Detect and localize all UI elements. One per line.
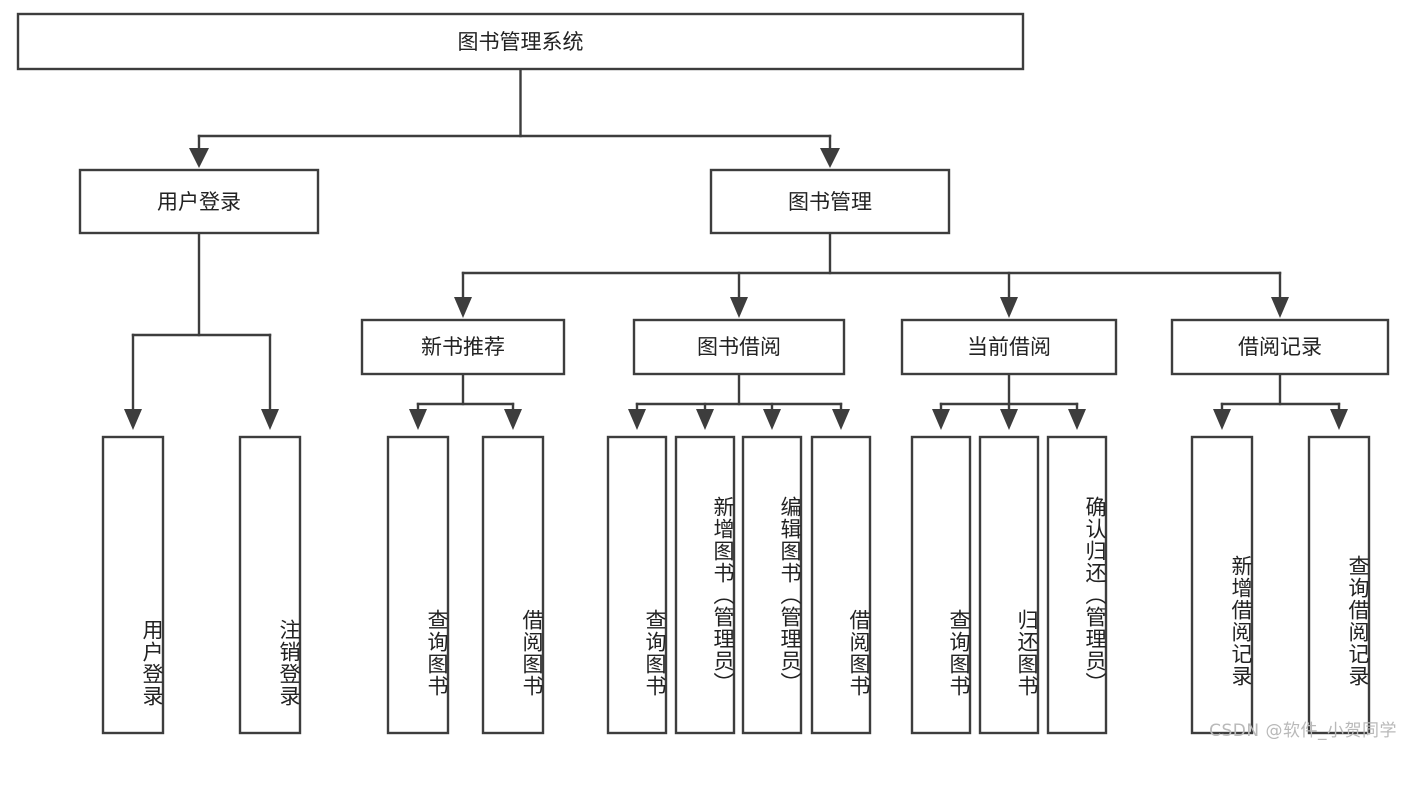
node-box-borrow-record[interactable] bbox=[1170, 318, 1390, 376]
leaf-box-query-book-3[interactable] bbox=[910, 435, 972, 735]
arrow-head-leaf-return-book bbox=[1000, 409, 1018, 430]
arrow-head-leaf-confirm-return bbox=[1068, 409, 1086, 430]
node-label-root: 图书管理系统 bbox=[458, 30, 584, 54]
arrow-head-leaf-query-borrow-record bbox=[1330, 409, 1348, 430]
arrow-head-leaf-user-login bbox=[124, 409, 142, 430]
leaf-box-confirm-return[interactable] bbox=[1046, 435, 1108, 735]
connector-group-current-borrow bbox=[932, 372, 1086, 430]
arrow-head-leaf-add-borrow-record bbox=[1213, 409, 1231, 430]
node-label-book-borrow: 图书借阅 bbox=[697, 335, 781, 359]
leaf-box-add-borrow-record[interactable] bbox=[1190, 435, 1254, 735]
arrow-head-book-borrow bbox=[730, 297, 748, 318]
leaf-box-user-login[interactable] bbox=[101, 435, 165, 735]
node-box-new-book-recommend[interactable] bbox=[360, 318, 566, 376]
arrow-head-leaf-query-book-2 bbox=[628, 409, 646, 430]
leaf-box-query-borrow-record[interactable] bbox=[1307, 435, 1371, 735]
arrow-head-leaf-query-book-1 bbox=[409, 409, 427, 430]
arrow-head-leaf-borrow-book-1 bbox=[504, 409, 522, 430]
node-box-book-borrow[interactable] bbox=[632, 318, 846, 376]
connector-group-book-borrow bbox=[628, 372, 850, 430]
node-boxes: 图书管理系统 用户登录 图书管理 新书推荐 图书借阅 当前借阅 借阅记录 bbox=[16, 12, 1390, 376]
node-box-book-management[interactable] bbox=[709, 168, 951, 235]
leaf-box-borrow-book-2[interactable] bbox=[810, 435, 872, 735]
node-label-book-management: 图书管理 bbox=[788, 190, 872, 214]
leaf-box-logout-login[interactable] bbox=[238, 435, 302, 735]
arrow-head-new-book-recommend bbox=[454, 297, 472, 318]
leaf-box-return-book[interactable] bbox=[978, 435, 1040, 735]
leaf-box-add-book[interactable] bbox=[674, 435, 736, 735]
node-label-borrow-record: 借阅记录 bbox=[1238, 335, 1322, 359]
hierarchy-diagram-svg: 图书管理系统 用户登录 图书管理 新书推荐 图书借阅 当前借阅 借阅记录 bbox=[16, 12, 1390, 735]
arrow-head-leaf-edit-book bbox=[763, 409, 781, 430]
node-box-root[interactable] bbox=[16, 12, 1025, 71]
watermark-label: CSDN @软件_小贺同学 bbox=[1209, 721, 1397, 741]
leaf-box-query-book-2[interactable] bbox=[606, 435, 668, 735]
arrow-head-leaf-logout-login bbox=[261, 409, 279, 430]
arrow-head-leaf-query-book-3 bbox=[932, 409, 950, 430]
leaf-box-query-book-1[interactable] bbox=[386, 435, 450, 735]
node-label-user-login: 用户登录 bbox=[157, 190, 241, 214]
arrow-head-book-management bbox=[820, 148, 840, 168]
connector-group-user-login bbox=[124, 231, 279, 430]
node-box-current-borrow[interactable] bbox=[900, 318, 1118, 376]
arrow-head-leaf-add-book bbox=[696, 409, 714, 430]
leaf-boxes bbox=[101, 435, 1371, 735]
leaf-box-edit-book[interactable] bbox=[741, 435, 803, 735]
node-label-current-borrow: 当前借阅 bbox=[967, 335, 1051, 359]
arrow-head-borrow-record bbox=[1271, 297, 1289, 318]
leaf-box-borrow-book-1[interactable] bbox=[481, 435, 545, 735]
connector-group-borrow-record bbox=[1213, 372, 1348, 430]
arrow-head-user-login bbox=[189, 148, 209, 168]
connector-group-book-management bbox=[454, 231, 1289, 318]
connector-group-new-book-recommend bbox=[409, 372, 522, 430]
node-label-new-book-recommend: 新书推荐 bbox=[421, 335, 505, 359]
node-box-user-login[interactable] bbox=[78, 168, 320, 235]
arrow-head-leaf-borrow-book-2 bbox=[832, 409, 850, 430]
connector-group-root bbox=[189, 67, 840, 168]
arrow-head-current-borrow bbox=[1000, 297, 1018, 318]
diagram-canvas-root: 图书管理系统 用户登录 图书管理 新书推荐 图书借阅 当前借阅 借阅记录 bbox=[16, 12, 1397, 741]
